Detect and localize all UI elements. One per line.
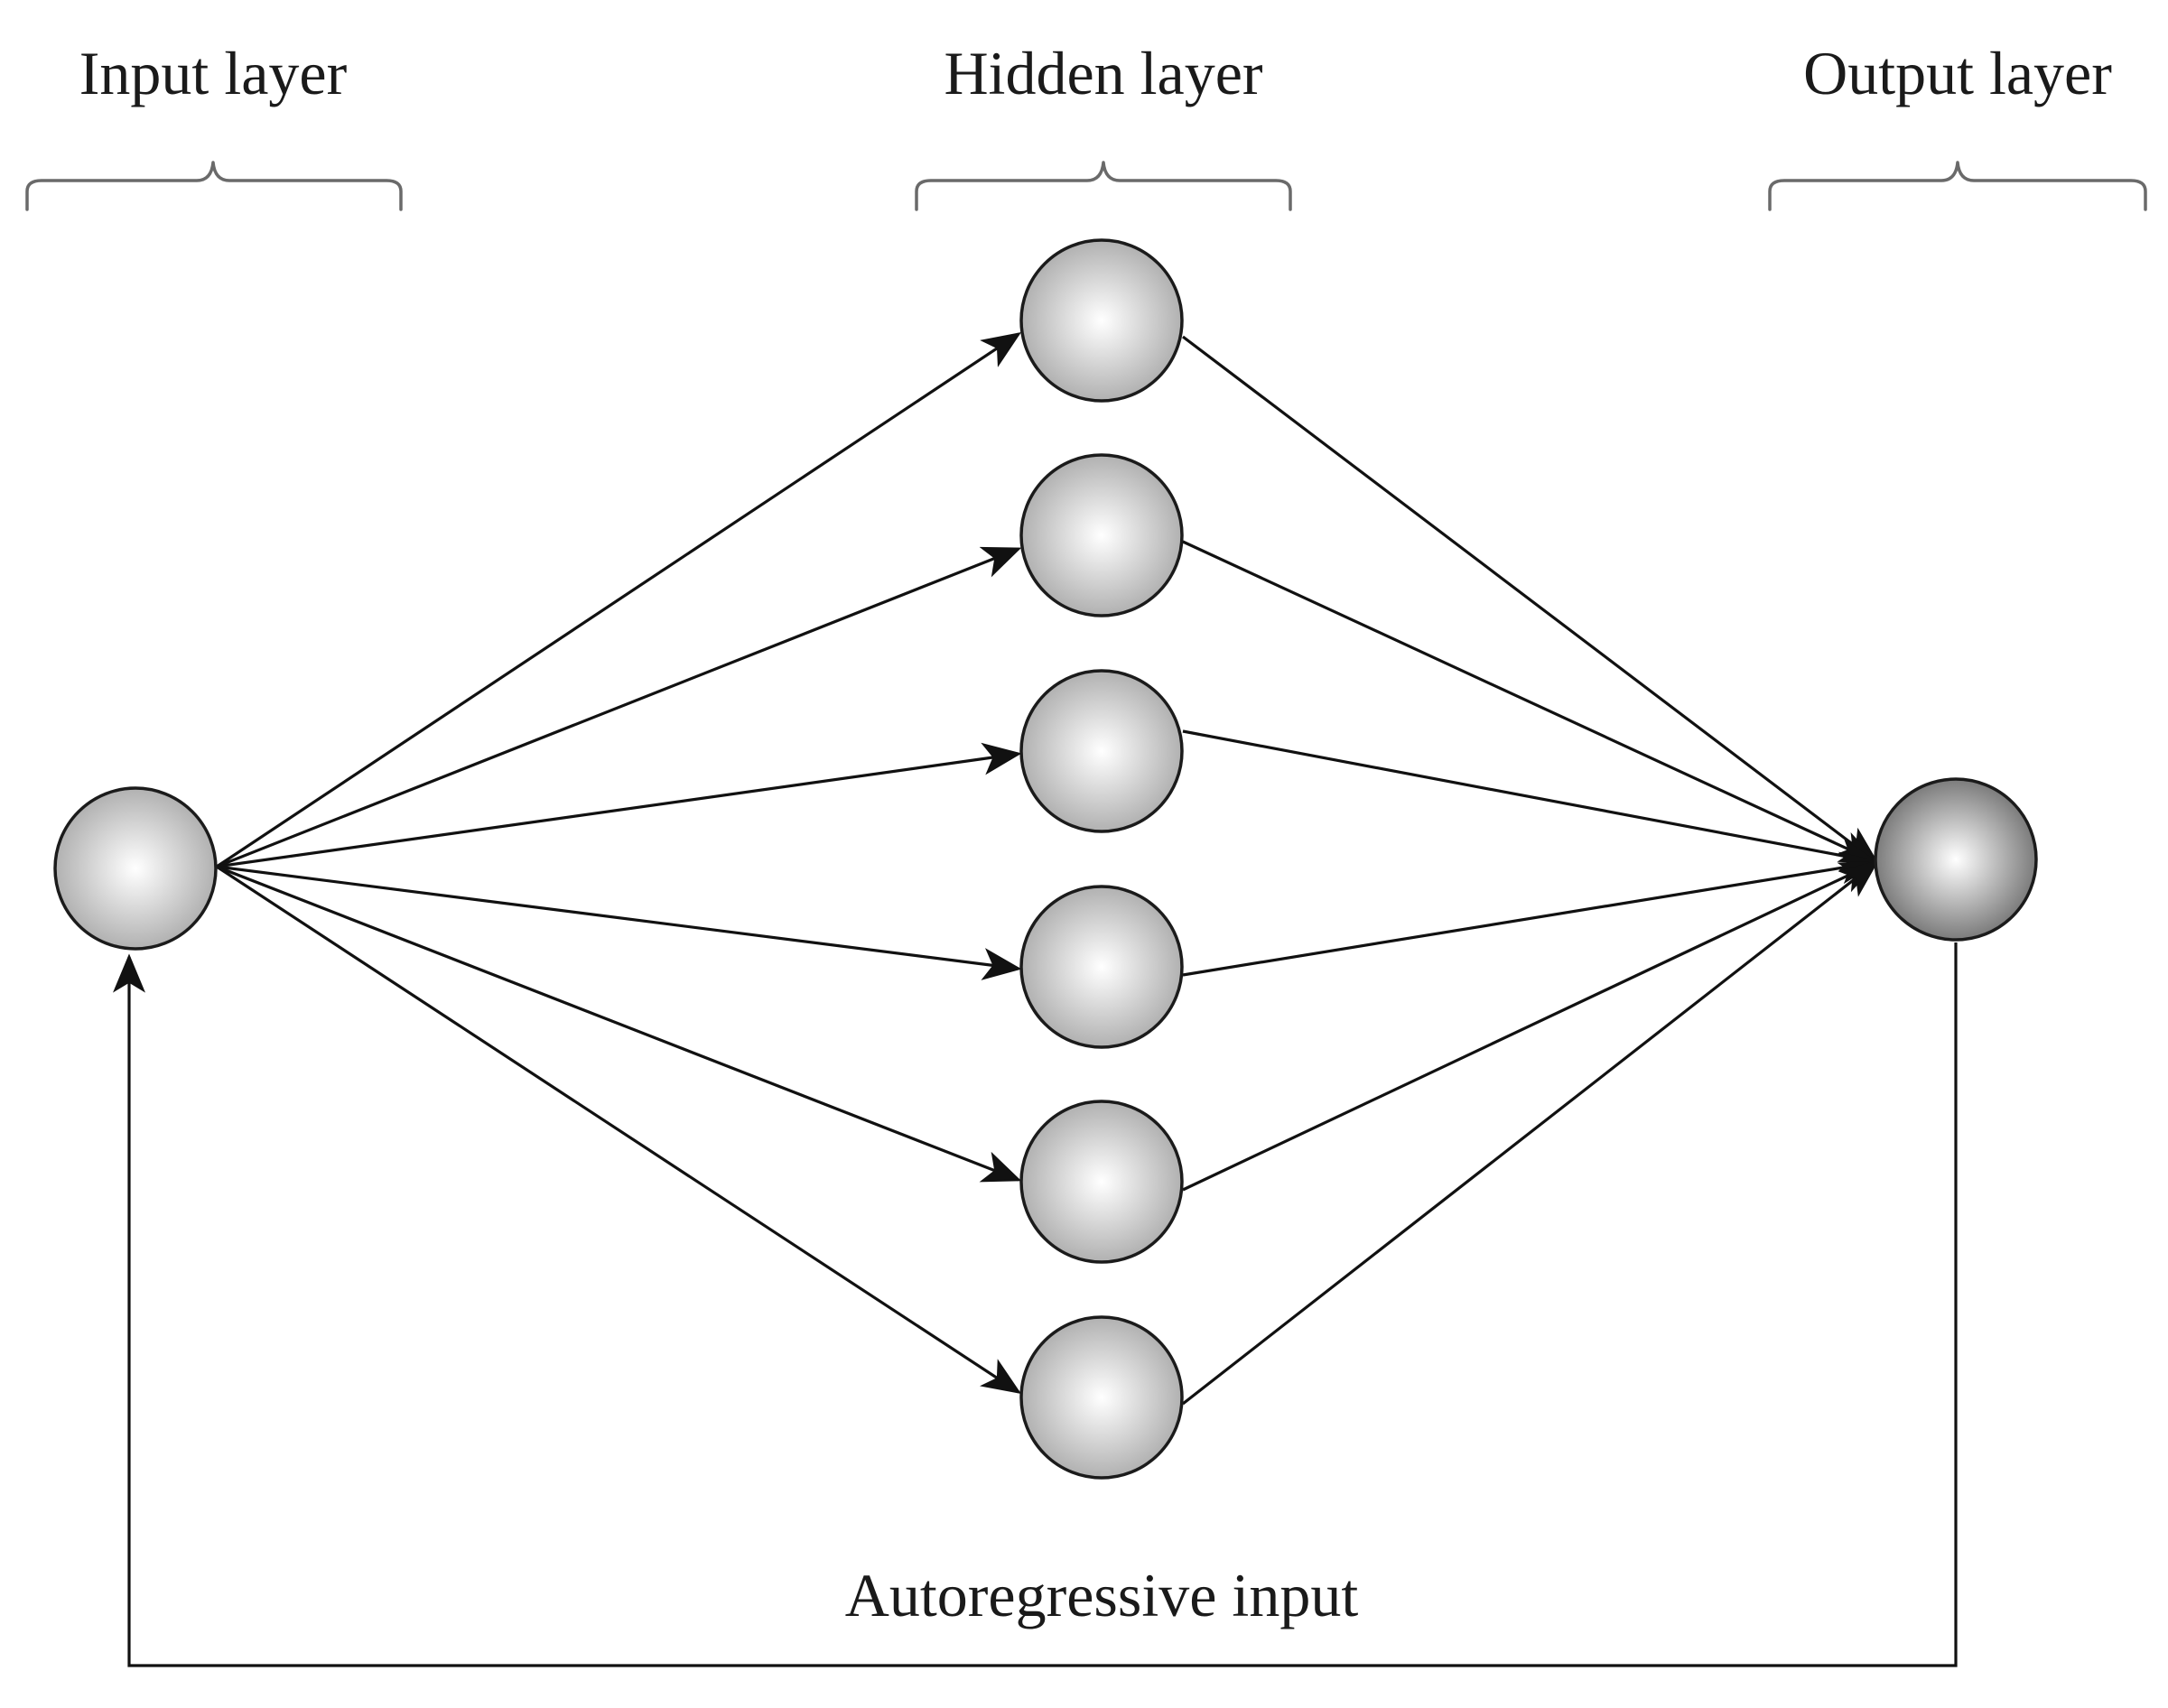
- hidden-layer-label: Hidden layer: [944, 39, 1262, 107]
- edge-hidden-output-4: [1182, 851, 1880, 977]
- edge-hidden-output-2: [1182, 540, 1880, 864]
- hidden-node-2: [1019, 453, 1184, 617]
- edge-hidden-output-3: [1182, 729, 1880, 872]
- edge-input-hidden-4: [216, 865, 1022, 980]
- hidden-node-1: [1019, 238, 1184, 403]
- autoregressive-input-label: Autoregressive input: [845, 1561, 1359, 1629]
- edge-input-hidden-6: [216, 865, 1022, 1394]
- hidden-node-6: [1019, 1315, 1184, 1480]
- input-to-hidden-connections: [216, 332, 1022, 1394]
- edge-input-hidden-1: [216, 332, 1021, 868]
- edge-input-hidden-3: [216, 742, 1022, 868]
- edge-hidden-output-6: [1182, 859, 1879, 1406]
- edge-input-hidden-5: [216, 865, 1022, 1183]
- output-node: [1874, 777, 2038, 942]
- feedback-loop-line: [113, 942, 1958, 1667]
- edge-input-hidden-2: [216, 546, 1022, 868]
- hidden-node-5: [1019, 1100, 1184, 1264]
- input-layer-brace: [25, 161, 403, 211]
- output-layer-label: Output layer: [1803, 39, 2112, 107]
- edge-hidden-output-5: [1182, 860, 1880, 1192]
- hidden-nodes: [1019, 238, 1184, 1480]
- input-node: [53, 786, 218, 951]
- edge-hidden-output-1: [1182, 335, 1879, 865]
- hidden-node-3: [1019, 669, 1184, 833]
- hidden-node-4: [1019, 885, 1184, 1049]
- hidden-to-output-connections: [1182, 335, 1880, 1406]
- hidden-layer-brace: [915, 161, 1292, 211]
- input-layer-label: Input layer: [79, 39, 348, 107]
- output-layer-brace: [1768, 161, 2147, 211]
